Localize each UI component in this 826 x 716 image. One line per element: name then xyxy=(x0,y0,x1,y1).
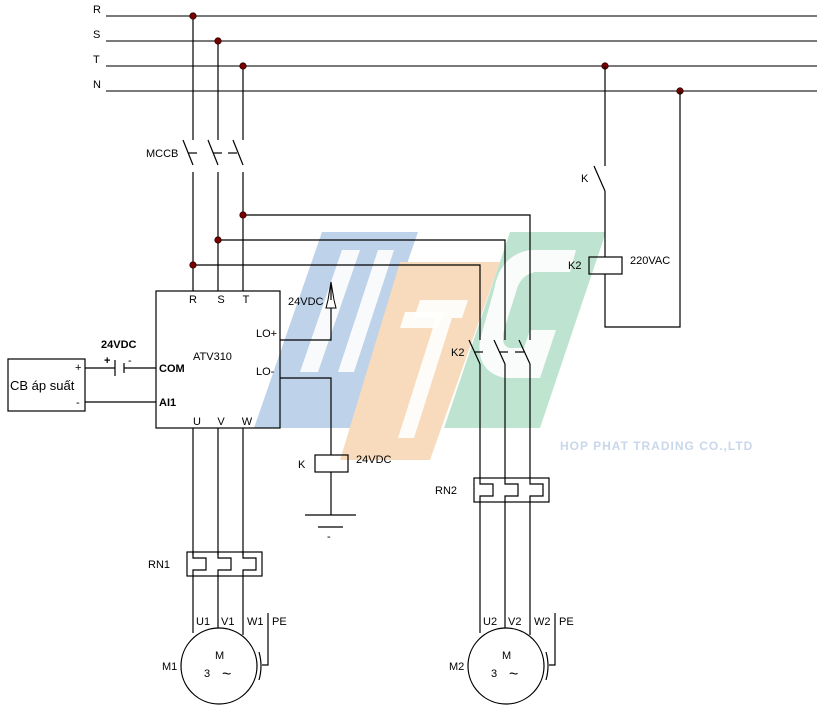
vfd-terminal-t: T xyxy=(243,294,250,306)
vfd-atv310: R S T ATV310 LO+ LO- COM AI1 U V W xyxy=(155,290,281,429)
mccb-feeders xyxy=(192,16,244,140)
vfd-terminal-ai1: AI1 xyxy=(159,397,176,409)
vfd-terminal-u: U xyxy=(193,416,201,428)
m1-leads xyxy=(192,576,269,666)
bus-label-r: R xyxy=(93,4,101,16)
bus-label-s: S xyxy=(93,29,100,41)
m1-terminal-w1: W1 xyxy=(247,616,264,628)
bypass-wires xyxy=(193,214,531,340)
m2-label: M2 xyxy=(449,661,464,673)
watermark-company: HOP PHAT TRADING CO.,LTD xyxy=(560,439,753,453)
m1-terminal-pe: PE xyxy=(272,616,287,628)
vfd-input-wires xyxy=(192,172,244,291)
m1-terminal-u1: U1 xyxy=(196,616,210,628)
motor-m1: U1 V1 W1 PE M 3 ~ M1 xyxy=(162,616,287,705)
vfd-model: ATV310 xyxy=(193,351,232,363)
pressure-sensor: CB áp suất + - 24VDC + - xyxy=(7,339,156,412)
k2-coil-circuit: K K2 220VAC xyxy=(568,66,681,328)
m1-ac-icon: ~ xyxy=(222,666,231,683)
vfd-terminal-w: W xyxy=(242,416,253,428)
junctions xyxy=(189,12,684,269)
mccb-breaker: MCCB xyxy=(146,139,244,166)
m1-branch xyxy=(192,428,244,555)
battery-plus: + xyxy=(104,355,110,367)
k-aux-contact-label: K xyxy=(581,173,589,185)
ground-minus-label: - xyxy=(327,531,331,543)
sensor-plus: + xyxy=(75,362,81,374)
sensor-label: CB áp suất xyxy=(10,378,75,393)
m2-terminal-pe: PE xyxy=(559,616,574,628)
m1-phase: 3 xyxy=(204,668,210,680)
overload-rn1-label: RN1 xyxy=(148,559,170,571)
k2-coil-voltage: 220VAC xyxy=(630,255,670,267)
m2-terminal-v2: V2 xyxy=(508,616,521,628)
m2-leads xyxy=(479,502,556,666)
battery-minus: - xyxy=(128,355,132,367)
k2-main-contacts: K2 xyxy=(451,339,531,365)
vfd-terminal-lo-minus: LO- xyxy=(256,366,275,378)
k2-contact-label: K2 xyxy=(451,347,464,359)
m2-terminal-u2: U2 xyxy=(483,616,497,628)
m2-terminal-w2: W2 xyxy=(534,616,551,628)
vfd-terminal-r: R xyxy=(189,294,197,306)
bus-label-t: T xyxy=(93,54,100,66)
vfd-terminal-lo-plus: LO+ xyxy=(256,328,277,340)
battery-label: 24VDC xyxy=(101,339,137,351)
m1-label: M1 xyxy=(162,661,177,673)
vfd-terminal-v: V xyxy=(217,416,225,428)
m1-terminal-v1: V1 xyxy=(221,616,234,628)
vfd-terminal-com: COM xyxy=(159,363,185,375)
motor-m2: U2 V2 W2 PE M 3 ~ M2 xyxy=(449,616,574,705)
relay-k-circuit: - K 24VDC xyxy=(280,377,392,543)
overload-rn2-label: RN2 xyxy=(435,485,457,497)
m2-phase: 3 xyxy=(491,668,497,680)
overload-rn1: RN1 xyxy=(148,551,263,577)
bus-label-n: N xyxy=(93,79,101,91)
lo-plus-supply: 24VDC xyxy=(280,281,337,341)
watermark-g xyxy=(444,232,606,428)
vfd-terminal-s: S xyxy=(217,294,224,306)
k2-coil-label: K2 xyxy=(568,260,581,272)
m2-symbol: M xyxy=(502,650,511,662)
vfd-supply-label: 24VDC xyxy=(288,296,324,308)
m2-branch xyxy=(479,364,531,478)
m2-ac-icon: ~ xyxy=(509,666,518,683)
relay-k-label: K xyxy=(298,459,306,471)
watermark-logo xyxy=(254,232,606,460)
m1-symbol: M xyxy=(215,650,224,662)
power-bus: R S T N xyxy=(93,4,817,92)
sensor-minus: - xyxy=(76,397,80,409)
overload-rn2: RN2 xyxy=(435,477,550,503)
relay-k-voltage: 24VDC xyxy=(356,454,392,466)
mccb-label: MCCB xyxy=(146,148,178,160)
